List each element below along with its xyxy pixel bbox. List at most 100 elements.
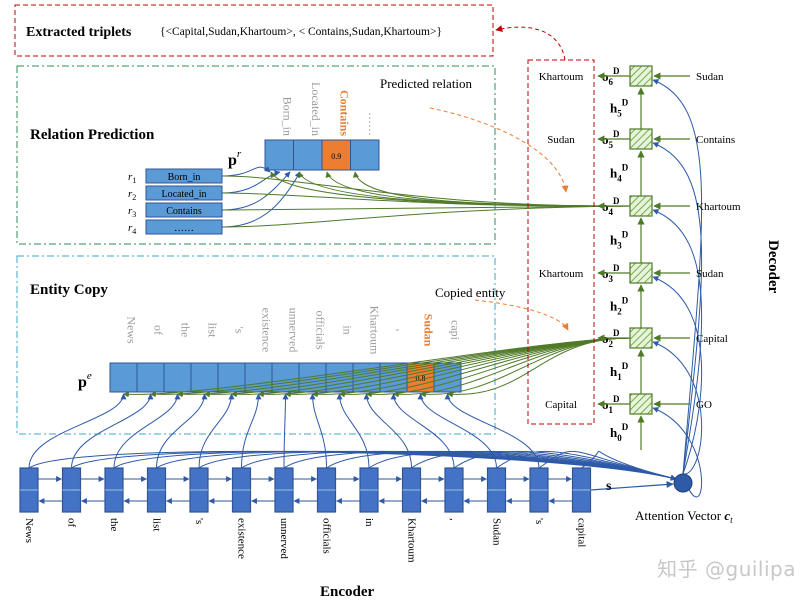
relation-prediction-panel: Relation Prediction Predicted relation p… — [16, 65, 496, 245]
decoder-output-word: Khartoum — [539, 71, 584, 83]
relation-highlight-value: 0.9 — [331, 152, 341, 161]
relation-embedding-label: Born_in — [168, 172, 201, 183]
extracted-triplets-title: Extracted triplets — [26, 25, 132, 40]
encoder-token: News — [23, 518, 35, 543]
relation-embedding-label: Located_in — [162, 189, 207, 200]
entity-header-label: unnerved — [287, 308, 301, 353]
encoder-copy-curve — [417, 393, 497, 469]
relation-header-label: …… — [366, 112, 380, 136]
triplet-output-arrow — [495, 25, 566, 61]
relation-header-label: Born_in — [280, 97, 294, 136]
attention-curve — [652, 142, 703, 475]
decoder-cell — [629, 65, 653, 87]
relation-symbol: r4 — [128, 222, 136, 236]
encoder-copy-curve — [282, 393, 289, 469]
encoder-copy-curve — [309, 393, 327, 469]
encoder-copy-curve — [336, 393, 370, 469]
entity-header-label: the — [179, 323, 193, 338]
relation-cell — [293, 139, 323, 171]
relation-symbol: r3 — [128, 205, 136, 219]
decoder-cell — [629, 262, 653, 284]
entity-vector-symbol: pe — [78, 370, 92, 391]
encoder-token: list — [151, 518, 163, 531]
entity-header-label: in — [341, 325, 355, 334]
encoder-token: existence — [236, 518, 248, 559]
encoder-token: 's — [193, 518, 205, 524]
decoder-hidden-symbol: h4D — [610, 163, 629, 184]
encoder-token: Sudan — [491, 518, 503, 546]
decoder-input-word: Contains — [696, 134, 735, 146]
entity-header-label: 's — [233, 327, 247, 334]
attention-curve — [652, 276, 703, 475]
encoder-token: officials — [321, 518, 333, 554]
relation-cell — [264, 139, 294, 171]
relation-embedding-arrow — [221, 171, 301, 228]
entity-header-label: list — [206, 323, 220, 338]
decoder-hidden-symbol: h1D — [610, 361, 629, 382]
encoder-copy-curve — [390, 393, 455, 469]
entity-header-label: existence — [260, 308, 274, 353]
watermark: 知乎 @guilipa — [657, 557, 796, 581]
decoder-cell — [629, 393, 653, 415]
encoder-copy-curve — [28, 393, 127, 469]
encoder-token: of — [66, 518, 78, 528]
relation-symbol: r1 — [128, 171, 136, 185]
entity-header-label: Sudan — [422, 314, 436, 347]
entity-header-label: Khartoum — [368, 306, 382, 355]
relation-prediction-title: Relation Prediction — [30, 127, 155, 143]
encoder-token: the — [108, 518, 120, 532]
relation-embedding-arrow — [221, 166, 271, 177]
decoder-output-column — [527, 59, 595, 425]
decoder-input-word: GO — [696, 399, 712, 411]
attention-curve — [652, 341, 703, 475]
attention-curve — [652, 209, 703, 475]
entity-header-label: News — [125, 316, 139, 344]
relation-header-label: Contains — [337, 90, 351, 136]
predicted-relation-arrow — [429, 107, 569, 193]
attention-curve — [652, 407, 703, 498]
decoder-input-word: Sudan — [696, 71, 724, 83]
entity-cell — [190, 362, 219, 393]
decoder-label: Decoder — [765, 240, 781, 294]
decoder-hidden-symbol: h5D — [610, 98, 629, 119]
relation-vector: 0.9 — [264, 139, 380, 171]
decoder-input-word: Khartoum — [696, 201, 741, 213]
relation-vector-symbol: pr — [228, 148, 242, 169]
decoder-cell — [629, 195, 653, 217]
decoder-cell — [629, 128, 653, 150]
relation-score-curve — [325, 171, 631, 207]
relation-header-label: Located_in — [309, 82, 323, 136]
attention-label: Attention Vector ct — [635, 508, 733, 525]
attention-node — [673, 473, 693, 493]
relation-vector-headers: Born_in Located_in Contains …… — [280, 82, 380, 136]
decoder-cell — [629, 327, 653, 349]
decoder-input-word: Capital — [696, 333, 728, 345]
extracted-triplets-box: Extracted triplets {<Capital,Sudan,Khart… — [14, 4, 494, 57]
encoder-token: capital — [576, 518, 588, 547]
s-label: s — [606, 479, 612, 494]
encoder-copy-curve — [113, 393, 181, 469]
relation-cell — [350, 139, 380, 171]
entity-highlight-value: 0.8 — [416, 374, 426, 383]
relation-embedding-curve — [223, 175, 631, 207]
encoder-token: 's — [533, 518, 545, 524]
encoder-copy-curve — [444, 393, 540, 469]
relation-embedding-curve — [223, 205, 631, 211]
encoder-token: in — [363, 518, 375, 527]
relation-embedding-curve — [223, 205, 631, 228]
predicted-relation-label: Predicted relation — [380, 76, 473, 91]
entity-cell — [163, 362, 192, 393]
encoder-copy-curve — [363, 393, 412, 469]
entity-header-label: of — [152, 325, 166, 335]
entity-cell — [109, 362, 138, 393]
s-arrow — [590, 480, 674, 491]
copied-entity-arrow — [474, 299, 569, 331]
encoder-copy-curve — [71, 393, 154, 469]
attention-curve — [652, 79, 703, 475]
entity-cell — [136, 362, 165, 393]
decoder-hidden-symbol: h3D — [610, 230, 629, 251]
decoder-output-word: Khartoum — [539, 268, 584, 280]
